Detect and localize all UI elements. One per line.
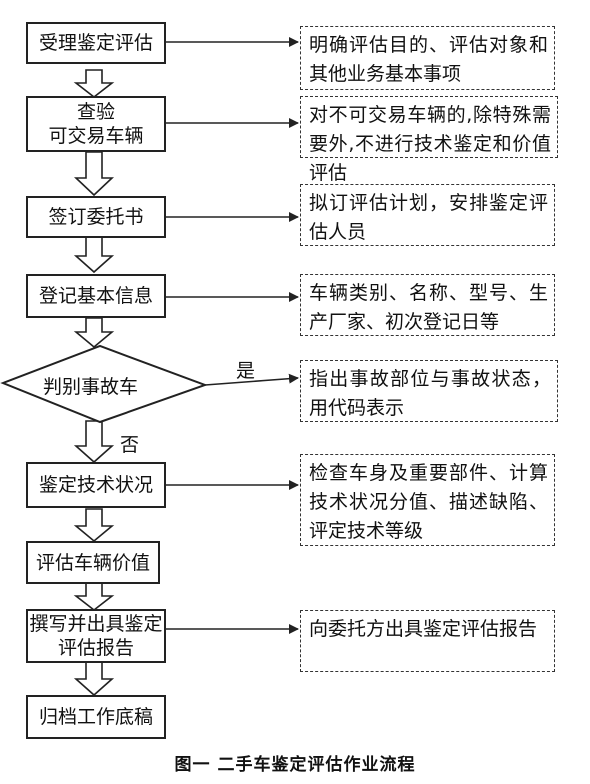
step-accept-appraisal: 受理鉴定评估	[26, 22, 166, 64]
note-plan: 拟订评估计划，安排鉴定评估人员	[300, 184, 555, 246]
no-label: 否	[120, 434, 140, 456]
down-arrow-4	[73, 317, 115, 349]
decision-diamond	[0, 344, 208, 424]
step-write-report-label-1: 撰写并出具鉴定	[29, 613, 163, 635]
down-arrow-5	[73, 420, 115, 464]
step-technical-condition-label: 鉴定技术状况	[38, 474, 153, 496]
down-arrow-2	[73, 151, 115, 197]
note-vehicle-info: 车辆类别、名称、型号、生产厂家、初次登记日等	[300, 274, 555, 336]
connector-5	[204, 373, 299, 386]
step-register-info-label: 登记基本信息	[38, 285, 153, 307]
note-untradable: 对不可交易车辆的,除特殊需要外,不进行技术鉴定和价值评估	[300, 96, 558, 184]
figure-caption: 图一 二手车鉴定评估作业流程	[174, 755, 416, 775]
step-inspect-label: 查验	[76, 101, 115, 123]
down-arrow-1	[73, 69, 115, 99]
step-technical-condition: 鉴定技术状况	[26, 462, 166, 508]
down-arrow-7	[73, 582, 115, 612]
yes-label: 是	[236, 360, 256, 382]
step-archive-label: 归档工作底稿	[38, 706, 153, 728]
down-arrow-3	[73, 236, 115, 274]
step-vehicle-value-label: 评估车辆价值	[35, 551, 150, 574]
note-inspection: 检查车身及重要部件、计算技术状况分值、描述缺陷、评定技术等级	[300, 454, 555, 546]
step-inspect-tradable: 查验 可交易车辆	[26, 96, 166, 152]
down-arrow-8	[73, 661, 115, 697]
step-sign-contract: 签订委托书	[26, 196, 166, 238]
step-register-info: 登记基本信息	[26, 274, 166, 318]
decision-label: 判别事故车	[43, 376, 139, 398]
note-report: 向委托方出具鉴定评估报告	[300, 610, 555, 672]
step-write-report-label-2: 评估报告	[57, 637, 134, 659]
step-tradable-label: 可交易车辆	[48, 125, 144, 147]
step-accept-appraisal-label: 受理鉴定评估	[38, 32, 153, 54]
step-sign-contract-label: 签订委托书	[48, 206, 144, 228]
step-vehicle-value: 评估车辆价值	[26, 541, 160, 584]
note-accident: 指出事故部位与事故状态，用代码表示	[300, 360, 558, 422]
note-appraisal-scope: 明确评估目的、评估对象和其他业务基本事项	[300, 26, 555, 90]
down-arrow-6	[73, 508, 115, 543]
step-archive: 归档工作底稿	[26, 695, 166, 739]
step-write-report: 撰写并出具鉴定 评估报告	[26, 609, 166, 663]
